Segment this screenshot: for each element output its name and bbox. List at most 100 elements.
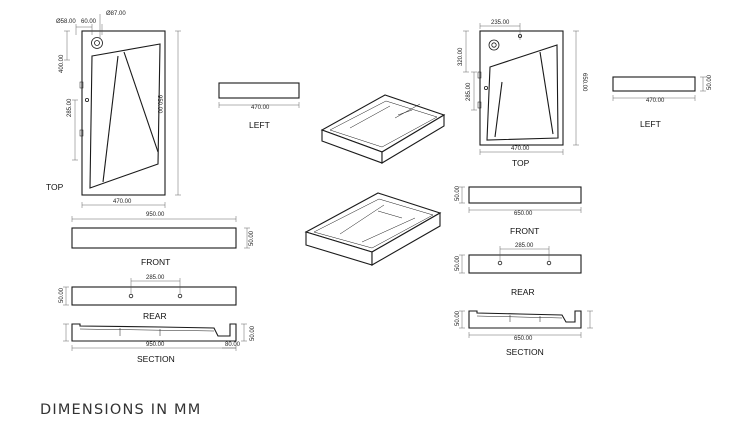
large-basin-slope	[89, 43, 161, 189]
drain-diameter-label: Ø87.00	[106, 11, 126, 17]
rear-height-label: 50.00	[59, 287, 65, 303]
dimension-line	[81, 202, 166, 208]
dimension-line	[499, 246, 550, 260]
tap-diameter-label: Ø58.00	[56, 19, 76, 25]
large-front-view: 950.00 50.00 FRONT	[71, 212, 255, 267]
rear-view-label: REAR	[143, 311, 167, 321]
section-inner-line	[476, 315, 563, 319]
dimension-line	[71, 216, 237, 222]
perspective-inner-rim	[313, 198, 434, 249]
small-left-height-label: 50.00	[707, 74, 713, 90]
dimension-line	[63, 323, 69, 342]
top-view-label: TOP	[46, 182, 64, 192]
dimension-line	[479, 23, 521, 40]
small-left-view: 470.00 50.00 LEFT	[612, 74, 713, 129]
small-section-length-label: 650.00	[514, 336, 533, 342]
section-length-label: 950.00	[146, 342, 165, 348]
small-left-width-label: 470.00	[646, 98, 665, 104]
section-height-label: 50.00	[250, 325, 256, 341]
small-rear-outline	[468, 254, 582, 274]
section-rib	[509, 315, 541, 322]
section-rib	[119, 328, 161, 336]
dimension-line	[75, 24, 103, 35]
front-height-label: 50.00	[249, 230, 255, 246]
small-section-view-label: SECTION	[506, 347, 544, 357]
dimension-line	[459, 310, 465, 329]
large-section-outline	[71, 323, 237, 342]
dimension-line	[459, 186, 465, 204]
small-length-label: 650.00	[581, 73, 587, 92]
small-section-view: 650.00 50.00 SECTION	[455, 310, 593, 357]
small-front-length-label: 650.00	[514, 211, 533, 217]
dimension-line	[700, 76, 706, 92]
dimension-line	[468, 332, 582, 338]
dimension-line	[241, 323, 247, 342]
small-width-label: 470.00	[511, 146, 530, 152]
large-front-outline	[71, 227, 237, 249]
small-channel-line	[494, 81, 503, 138]
tap-offset-label: 60.00	[81, 19, 97, 25]
basin-perspective-upper	[320, 94, 446, 164]
small-rear-view-label: REAR	[511, 287, 535, 297]
small-rear-view: 285.00 50.00 REAR	[455, 243, 582, 297]
section-drain-label: 80.00	[225, 342, 241, 348]
front-length-label: 950.00	[146, 212, 165, 218]
dimension-line	[130, 278, 181, 293]
small-front-view: 650.00 50.00 FRONT	[455, 185, 582, 236]
small-left-outline	[612, 76, 696, 92]
perspective-inner-rim	[329, 100, 438, 148]
small-front-height-label: 50.00	[455, 185, 461, 201]
large-left-outline	[218, 82, 300, 99]
dimension-line	[471, 71, 477, 111]
dimension-line	[64, 30, 70, 61]
large-channel-line	[123, 51, 159, 153]
left-width-label: 470.00	[251, 105, 270, 111]
dimension-line	[612, 95, 696, 101]
small-channel-line	[539, 51, 554, 135]
small-basin-slope	[486, 44, 559, 141]
basin-perspective-lower	[304, 192, 442, 266]
dimension-line	[573, 30, 579, 146]
rear-hole-icon	[177, 293, 183, 299]
dimension-line	[218, 102, 300, 108]
overflow-slot	[79, 81, 84, 89]
dimension-line	[463, 30, 469, 73]
perspective-slope-line	[339, 204, 416, 243]
perspective-side-face	[371, 212, 441, 266]
large-top-outline	[81, 30, 166, 196]
small-tap-offset-label: 235.00	[491, 20, 510, 26]
small-rear-height-label: 50.00	[455, 255, 461, 271]
rear-hole-icon	[546, 260, 552, 266]
small-section-height-label: 50.00	[455, 310, 461, 326]
sheet-title: DIMENSIONS IN MM	[40, 402, 201, 418]
length-label: 950.00	[156, 95, 162, 114]
dimension-line	[479, 149, 564, 155]
small-top-view-label: TOP	[512, 158, 530, 168]
small-side-hole-label: 285.00	[466, 82, 472, 101]
section-inner-line	[79, 328, 215, 332]
dimension-line	[72, 99, 78, 161]
small-rear-spacing-label: 285.00	[515, 243, 534, 249]
overflow-slot	[477, 101, 482, 109]
width-label: 470.00	[113, 199, 132, 205]
large-left-view: 470.00 LEFT	[218, 82, 300, 130]
overflow-slot	[79, 129, 84, 137]
small-top-outline	[479, 30, 564, 146]
small-top-view: 235.00 320.00 285.00 650.00 470.00 TOP	[458, 20, 587, 168]
side-hole-icon	[483, 86, 488, 91]
rear-hole-icon	[497, 260, 503, 266]
dimension-line	[587, 310, 593, 329]
front-view-label: FRONT	[141, 257, 170, 267]
drain-from-top-label: 400.00	[59, 54, 65, 73]
dimension-line	[63, 286, 69, 306]
perspective-side-face	[381, 114, 445, 164]
overflow-slot	[477, 71, 482, 79]
drain-hole-inner	[491, 42, 497, 48]
rear-hole-icon	[128, 293, 134, 299]
dimension-line	[468, 207, 582, 213]
small-left-view-label: LEFT	[640, 119, 661, 129]
section-view-label: SECTION	[137, 354, 175, 364]
large-section-view: 950.00 80.00 50.00 SECTION	[63, 323, 256, 364]
